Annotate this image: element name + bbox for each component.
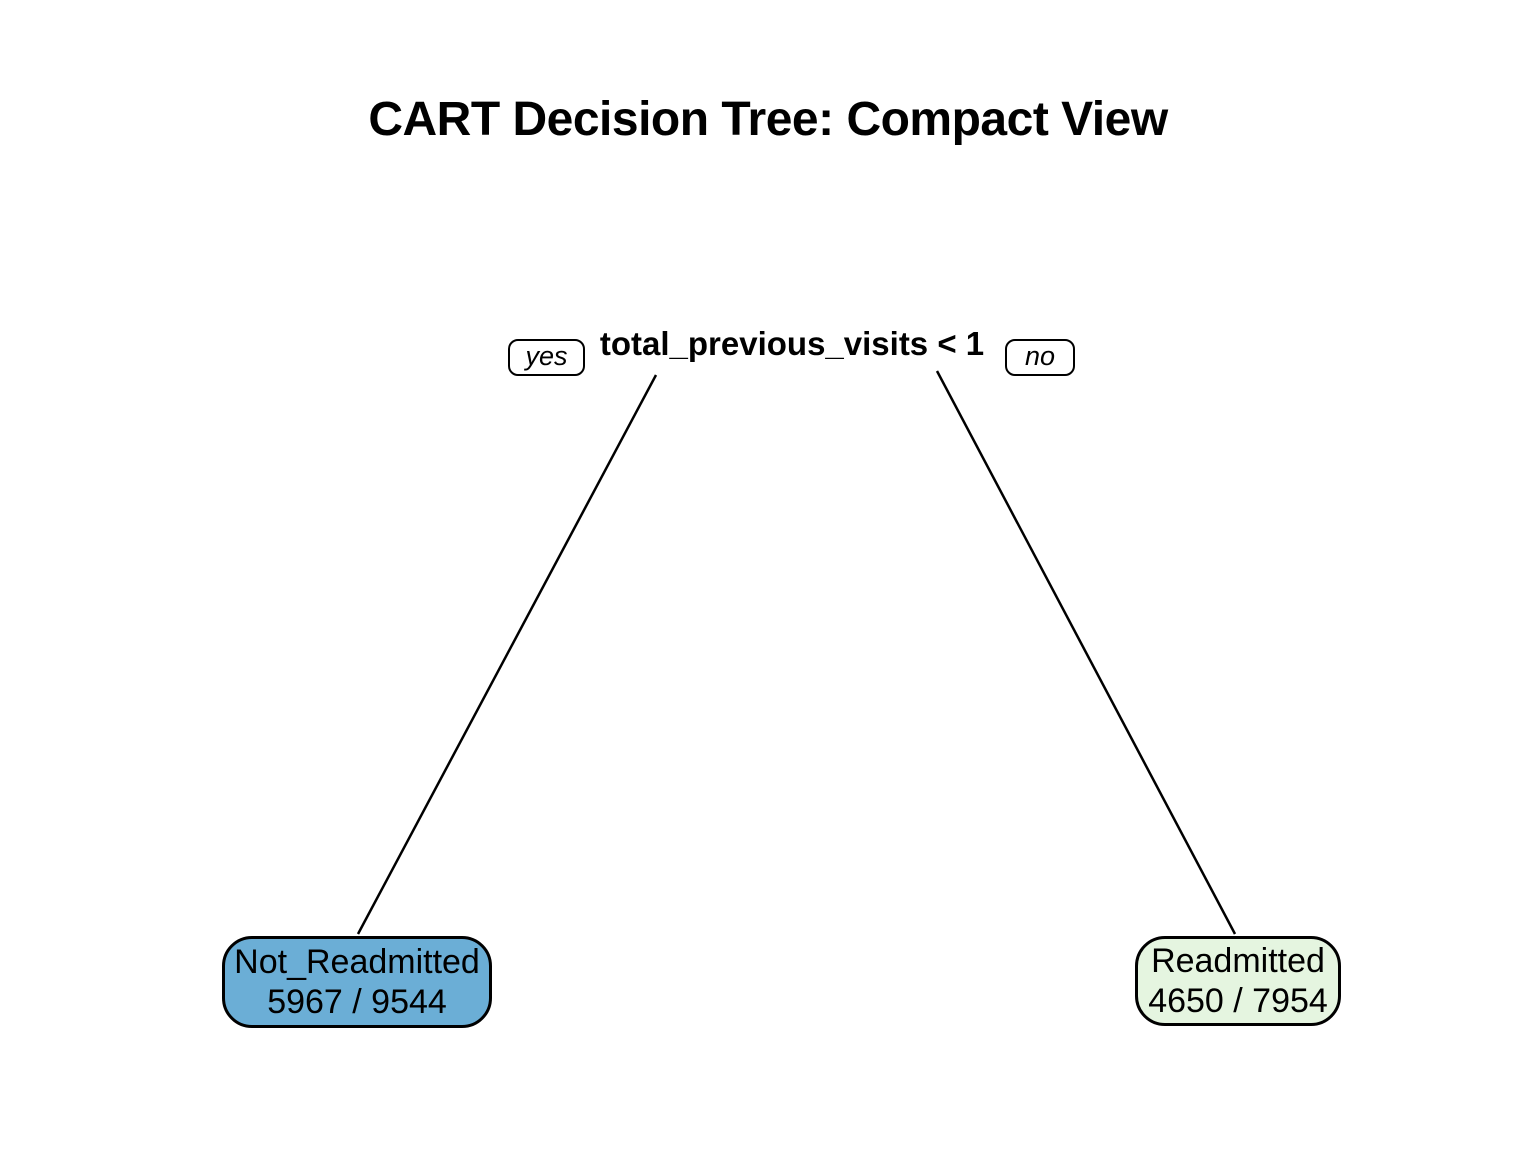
- root-split-condition: total_previous_visits < 1: [599, 325, 985, 362]
- leaf-count: 5967 / 9544: [267, 983, 447, 1021]
- leaf-class-label: Not_Readmitted: [234, 943, 480, 981]
- leaf-node-not-readmitted: Not_Readmitted 5967 / 9544: [222, 936, 492, 1028]
- leaf-node-readmitted: Readmitted 4650 / 7954: [1135, 936, 1341, 1026]
- plot-title: CART Decision Tree: Compact View: [368, 93, 1168, 146]
- edge-yes-branch: [356, 374, 658, 935]
- no-branch-badge: no: [1005, 339, 1075, 376]
- yes-branch-badge: yes: [508, 339, 585, 376]
- leaf-count: 4650 / 7954: [1148, 982, 1328, 1020]
- edge-no-branch: [935, 370, 1237, 935]
- leaf-class-label: Readmitted: [1151, 942, 1325, 980]
